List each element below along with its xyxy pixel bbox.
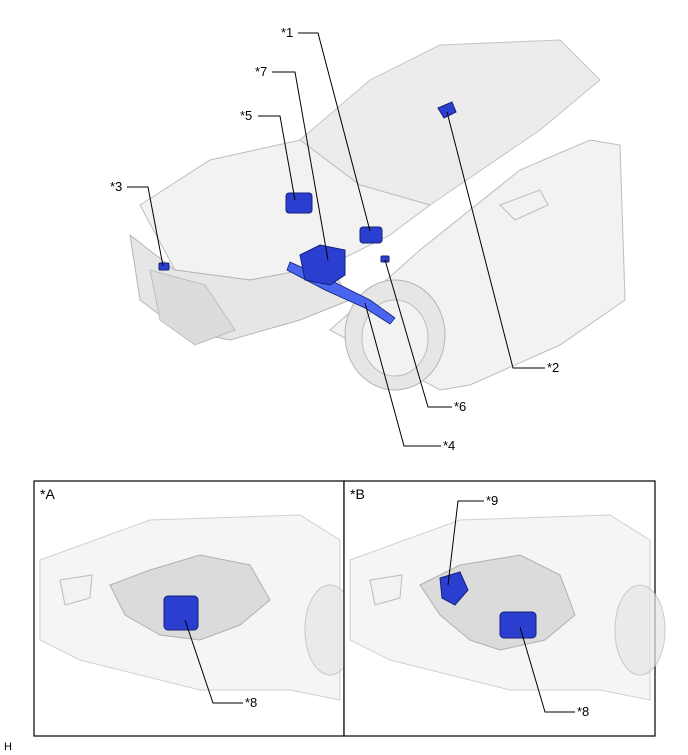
panel-b-component-8: [499, 611, 537, 639]
panel-b-component-9: [439, 571, 469, 606]
component-6: [380, 255, 390, 263]
callout-6: *6: [454, 399, 466, 414]
callout-4: *4: [443, 438, 455, 453]
main-view: [129, 39, 626, 391]
leader-6: [384, 259, 452, 408]
leader-7: [272, 71, 329, 261]
leader-1: [298, 32, 371, 232]
panel-b-leader-8: [519, 626, 575, 713]
component-7: [299, 244, 346, 286]
panel-a-label: *A: [40, 486, 55, 502]
panel-a: [33, 480, 356, 737]
component-3: [158, 262, 170, 271]
component-2: [437, 101, 457, 119]
leader-3: [127, 186, 164, 267]
leader-4: [364, 302, 441, 447]
panel-b: [343, 480, 666, 737]
panel-a-mirror: [59, 574, 93, 606]
leader-2: [446, 111, 545, 369]
panel-a-component-8: [163, 595, 199, 631]
panel-b-callout-8: *8: [577, 704, 589, 719]
figure-code: H: [4, 741, 12, 753]
panel-b-label: *B: [350, 486, 365, 502]
panel-b-leader-9: [447, 500, 484, 586]
panel-a-leader-8: [184, 619, 243, 704]
component-1: [359, 226, 383, 244]
main-view-leaders: [127, 32, 545, 447]
panel-b-wheel: [614, 584, 666, 676]
car-grille: [149, 269, 236, 346]
car-wheel-rim: [361, 299, 429, 377]
callout-7: *7: [255, 64, 267, 79]
panel-b-mirror: [369, 574, 403, 606]
callout-3: *3: [110, 179, 122, 194]
component-5: [285, 192, 313, 214]
callout-1: *1: [281, 25, 293, 40]
car-side-mirror: [499, 189, 549, 221]
callout-2: *2: [547, 360, 559, 375]
panel-a-callout-8: *8: [245, 695, 257, 710]
callout-5: *5: [240, 108, 252, 123]
leader-5: [258, 115, 296, 201]
panel-b-callout-9: *9: [486, 493, 498, 508]
